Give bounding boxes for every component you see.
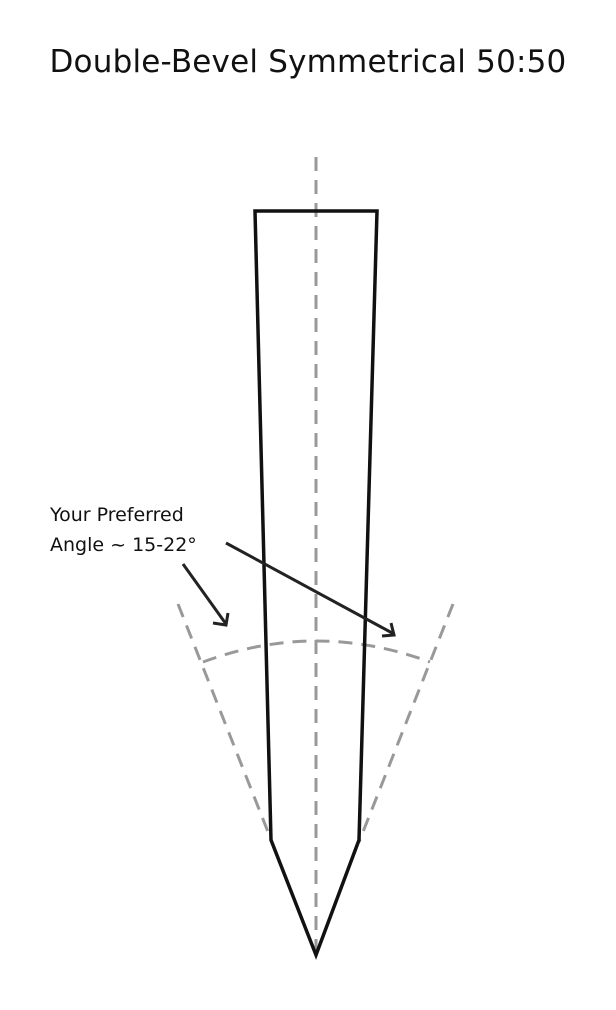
right-angle-guide — [357, 603, 455, 843]
diagram-title: Double-Bevel Symmetrical 50:50 — [49, 44, 567, 80]
blade-profile — [253, 209, 379, 960]
annotation-line-1: Your Preferred — [50, 504, 184, 526]
guide-lines — [176, 157, 455, 955]
left-angle-guide — [176, 603, 274, 843]
arrow-left-head — [212, 612, 230, 627]
arrow-right-shaft — [225, 541, 395, 636]
annotation-line-2: Angle ~ 15-22° — [50, 534, 197, 556]
angle-annotation: Your Preferred Angle ~ 15-22° — [50, 500, 197, 560]
arrow-right-head — [381, 622, 396, 638]
arrow-left-shaft — [181, 563, 228, 625]
angle-arc — [202, 639, 431, 664]
pointer-arrows — [181, 541, 396, 638]
